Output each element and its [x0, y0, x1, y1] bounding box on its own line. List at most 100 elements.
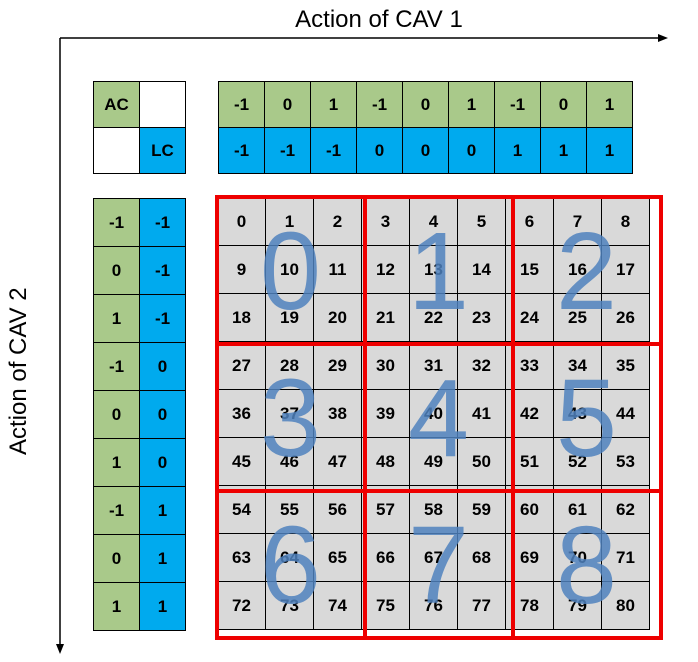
grid-cell: 29 [313, 341, 362, 390]
cav1-ac-cell: -1 [494, 81, 541, 128]
cav2-ac-cell: -1 [93, 342, 140, 391]
grid-cell: 58 [409, 485, 458, 534]
grid-cell: 43 [553, 389, 602, 438]
grid-cell: 7 [553, 197, 602, 246]
grid-cell: 22 [409, 293, 458, 342]
cav1-ac-cell: -1 [218, 81, 265, 128]
cav1-lc-cell: 1 [586, 127, 633, 174]
grid-cell: 59 [457, 485, 506, 534]
cav2-action-row: 1-1 [93, 294, 186, 343]
grid-cell: 35 [601, 341, 650, 390]
grid-cell: 2 [313, 197, 362, 246]
grid-cell: 12 [361, 245, 410, 294]
cav2-lc-cell: 1 [139, 582, 186, 631]
grid-cell: 23 [457, 293, 506, 342]
grid-cell: 10 [265, 245, 314, 294]
grid-cell: 45 [217, 437, 266, 486]
cav1-lc-cell: -1 [264, 127, 311, 174]
cav2-action-row: -1-1 [93, 198, 186, 247]
grid-cell: 15 [505, 245, 554, 294]
grid-cell: 56 [313, 485, 362, 534]
grid-cell: 55 [265, 485, 314, 534]
grid-cell: 46 [265, 437, 314, 486]
cav2-ac-cell: -1 [93, 486, 140, 535]
cav2-ac-cell: 1 [93, 438, 140, 487]
legend-empty-cell [93, 127, 140, 174]
grid-cell: 44 [601, 389, 650, 438]
grid-cell: 18 [217, 293, 266, 342]
grid-cell: 14 [457, 245, 506, 294]
y-axis-arrowhead [56, 644, 64, 654]
grid-cell: 33 [505, 341, 554, 390]
cav2-ac-cell: 1 [93, 582, 140, 631]
cav2-lc-cell: -1 [139, 294, 186, 343]
grid-cell: 5 [457, 197, 506, 246]
grid-cell: 65 [313, 533, 362, 582]
cav1-ac-cell: 0 [540, 81, 587, 128]
grid-cell: 50 [457, 437, 506, 486]
legend-empty-cell [139, 81, 186, 128]
grid-cell: 48 [361, 437, 410, 486]
cav2-lc-cell: 0 [139, 342, 186, 391]
grid-cell: 66 [361, 533, 410, 582]
grid-cell: 64 [265, 533, 314, 582]
grid-cell: 69 [505, 533, 554, 582]
grid-cell: 63 [217, 533, 266, 582]
grid-cell: 36 [217, 389, 266, 438]
cav2-lc-cell: 1 [139, 486, 186, 535]
grid-cell: 31 [409, 341, 458, 390]
grid-cell: 68 [457, 533, 506, 582]
cav1-ac-cell: 1 [448, 81, 495, 128]
grid-cell: 19 [265, 293, 314, 342]
grid-cell: 54 [217, 485, 266, 534]
grid-cell: 41 [457, 389, 506, 438]
grid-cell: 4 [409, 197, 458, 246]
grid-cell: 3 [361, 197, 410, 246]
grid-cell: 25 [553, 293, 602, 342]
grid-cell: 78 [505, 581, 554, 630]
grid-cell: 26 [601, 293, 650, 342]
cav1-lc-cell: 1 [540, 127, 587, 174]
grid-cell: 79 [553, 581, 602, 630]
grid-cell: 67 [409, 533, 458, 582]
cav1-lc-cell: -1 [310, 127, 357, 174]
cav1-lc-cell: -1 [218, 127, 265, 174]
grid-cell: 70 [553, 533, 602, 582]
cav1-lc-cell: 0 [402, 127, 449, 174]
cav2-lc-cell: -1 [139, 198, 186, 247]
grid-cell: 39 [361, 389, 410, 438]
grid-cell: 57 [361, 485, 410, 534]
cav2-lc-cell: -1 [139, 246, 186, 295]
grid-cell: 6 [505, 197, 554, 246]
grid-cell: 73 [265, 581, 314, 630]
grid-cell: 8 [601, 197, 650, 246]
grid-cell: 1 [265, 197, 314, 246]
grid-cell: 51 [505, 437, 554, 486]
grid-cell: 28 [265, 341, 314, 390]
grid-cell: 60 [505, 485, 554, 534]
grid-cell: 38 [313, 389, 362, 438]
cav2-ac-cell: 0 [93, 390, 140, 439]
grid-cell: 30 [361, 341, 410, 390]
cav1-ac-cell: 0 [402, 81, 449, 128]
cav1-ac-cell: 1 [310, 81, 357, 128]
legend-lc-label: LC [139, 127, 186, 174]
grid-cell: 24 [505, 293, 554, 342]
cav1-lc-cell: 0 [356, 127, 403, 174]
cav1-lc-cell: 1 [494, 127, 541, 174]
